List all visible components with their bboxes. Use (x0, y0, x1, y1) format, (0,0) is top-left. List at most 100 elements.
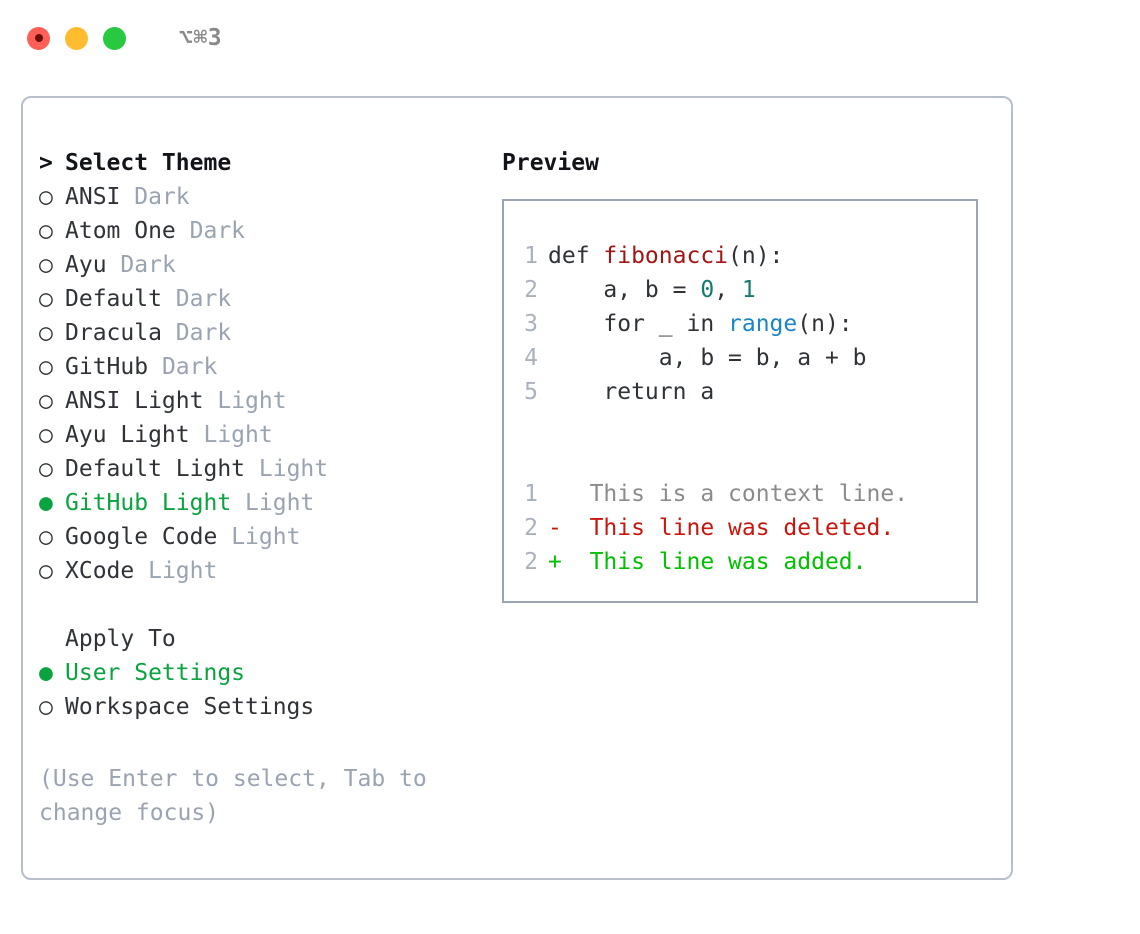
radio-icon-selected[interactable]: ● (39, 489, 53, 516)
apply-to-heading-label: Apply To (65, 626, 176, 652)
line-number: 2 (524, 515, 538, 541)
diff-text (562, 549, 590, 575)
theme-item-label: Ayu (65, 252, 107, 278)
code-line: 2 a, b = 0 , 1 (504, 273, 976, 307)
theme-item-label: ANSI Light (65, 388, 204, 414)
preview-column: Preview 1 def fibonacci (n): 2 a, b = 0 … (502, 146, 982, 603)
code-token: (n): (797, 311, 853, 337)
theme-item-suffix (120, 184, 134, 210)
radio-icon[interactable]: ○ (39, 421, 53, 448)
line-number: 2 (524, 277, 538, 303)
preview-title: Preview (502, 150, 599, 176)
select-theme-heading: > Select Theme (39, 146, 479, 180)
preview-separator (504, 443, 976, 477)
theme-item-variant: Light (203, 422, 273, 448)
theme-item-suffix (217, 524, 231, 550)
window-controls (27, 26, 126, 50)
apply-to-item-workspace-settings[interactable]: ○ Workspace Settings (39, 690, 479, 724)
code-token-number: 1 (741, 277, 756, 303)
theme-item-ayu-light[interactable]: ○ Ayu Light Light (39, 418, 479, 452)
line-number: 4 (524, 345, 538, 371)
radio-icon[interactable]: ○ (39, 217, 53, 244)
theme-item-variant: Dark (175, 320, 232, 346)
code-line: 3 for _ in range (n): (504, 307, 976, 341)
close-button-icon[interactable] (27, 26, 50, 50)
radio-icon[interactable]: ○ (39, 557, 53, 584)
theme-item-label: Atom One (65, 218, 176, 244)
theme-item-github[interactable]: ○ GitHub Dark (39, 350, 479, 384)
theme-item-label: Default (65, 286, 162, 312)
radio-icon[interactable]: ○ (39, 523, 53, 550)
theme-item-ansi-light[interactable]: ○ ANSI Light Light (39, 384, 479, 418)
minimize-button-icon[interactable] (65, 26, 88, 50)
radio-icon[interactable]: ○ (39, 319, 53, 346)
theme-item-label: GitHub (65, 354, 149, 380)
apply-to-item-user-settings[interactable]: ● User Settings (39, 656, 479, 690)
radio-icon[interactable]: ○ (39, 251, 53, 278)
code-line: 5 return a (504, 375, 976, 409)
theme-item-label: Ayu Light (65, 422, 190, 448)
theme-item-atom-one[interactable]: ○ Atom One Dark (39, 214, 479, 248)
theme-item-suffix (190, 422, 204, 448)
apply-to-item-label: User Settings (65, 660, 246, 686)
diff-line-deleted: 2 - This line was deleted. (504, 511, 976, 545)
theme-item-suffix (162, 286, 176, 312)
line-number: 3 (524, 311, 538, 337)
theme-item-variant: Dark (120, 252, 176, 278)
apply-to-heading: ○ Apply To (39, 622, 479, 656)
theme-item-ayu[interactable]: ○ Ayu Dark (39, 248, 479, 282)
radio-icon[interactable]: ○ (39, 353, 53, 380)
preview-separator (504, 409, 976, 443)
line-number: 1 (524, 243, 538, 269)
theme-item-label: GitHub Light (65, 490, 232, 516)
select-theme-heading-label: Select Theme (65, 150, 232, 176)
theme-item-dracula[interactable]: ○ Dracula Dark (39, 316, 479, 350)
theme-item-variant: Light (258, 456, 329, 482)
code-sample: 1 def fibonacci (n): 2 a, b = 0 , 1 3 (504, 239, 976, 409)
radio-icon[interactable]: ○ (39, 183, 53, 210)
theme-item-google-code[interactable]: ○ Google Code Light (39, 520, 479, 554)
code-token: (n): (728, 243, 784, 269)
code-token: a, b = b, a + b (548, 345, 867, 371)
theme-item-variant: Dark (189, 218, 246, 244)
diff-text: This is a context line. (589, 481, 909, 507)
code-token-call: range (728, 311, 798, 337)
theme-item-default-light[interactable]: ○ Default Light Light (39, 452, 479, 486)
line-number: 5 (524, 379, 538, 405)
apply-to-item-label: Workspace Settings (65, 694, 315, 720)
theme-item-variant: Light (245, 490, 315, 516)
title-bar: ⌥⌘3 (0, 0, 1140, 76)
radio-icon[interactable]: ○ (39, 387, 53, 414)
radio-icon[interactable]: ○ (39, 285, 53, 312)
keyboard-hint-text: (Use Enter to select, Tab to change focu… (39, 766, 427, 826)
zoom-button-icon[interactable] (103, 26, 126, 50)
theme-picker-column: > Select Theme ○ ANSI Dark ○ Atom One Da… (39, 146, 479, 724)
diff-text (562, 481, 590, 507)
diff-sign: - (548, 515, 562, 541)
theme-item-suffix (231, 490, 245, 516)
theme-item-ansi[interactable]: ○ ANSI Dark (39, 180, 479, 214)
theme-item-default[interactable]: ○ Default Dark (39, 282, 479, 316)
code-token: , (714, 277, 742, 303)
theme-item-suffix (162, 320, 176, 346)
radio-icon[interactable]: ○ (39, 455, 53, 482)
keyboard-shortcut-label: ⌥⌘3 (179, 25, 223, 51)
theme-item-suffix (107, 252, 121, 278)
radio-icon[interactable]: ○ (39, 693, 53, 720)
apply-to-list: ● User Settings ○ Workspace Settings (39, 656, 479, 724)
theme-item-xcode[interactable]: ○ XCode Light (39, 554, 479, 588)
preview-box: 1 def fibonacci (n): 2 a, b = 0 , 1 3 (502, 199, 978, 603)
diff-text (562, 515, 590, 541)
list-spacer (39, 588, 479, 622)
theme-item-label: ANSI (65, 184, 121, 210)
theme-item-github-light[interactable]: ● GitHub Light Light (39, 486, 479, 520)
line-number: 1 (524, 481, 538, 507)
theme-item-suffix (148, 354, 162, 380)
radio-icon-selected[interactable]: ● (39, 659, 53, 686)
theme-item-label: XCode (65, 558, 135, 584)
theme-item-label: Google Code (65, 524, 218, 550)
spacer-icon: ○ (39, 628, 65, 651)
diff-text: This line was deleted. (589, 515, 895, 541)
diff-line-context: 1 This is a context line. (504, 477, 976, 511)
diff-sample: 1 This is a context line. 2 - This line … (504, 477, 976, 579)
